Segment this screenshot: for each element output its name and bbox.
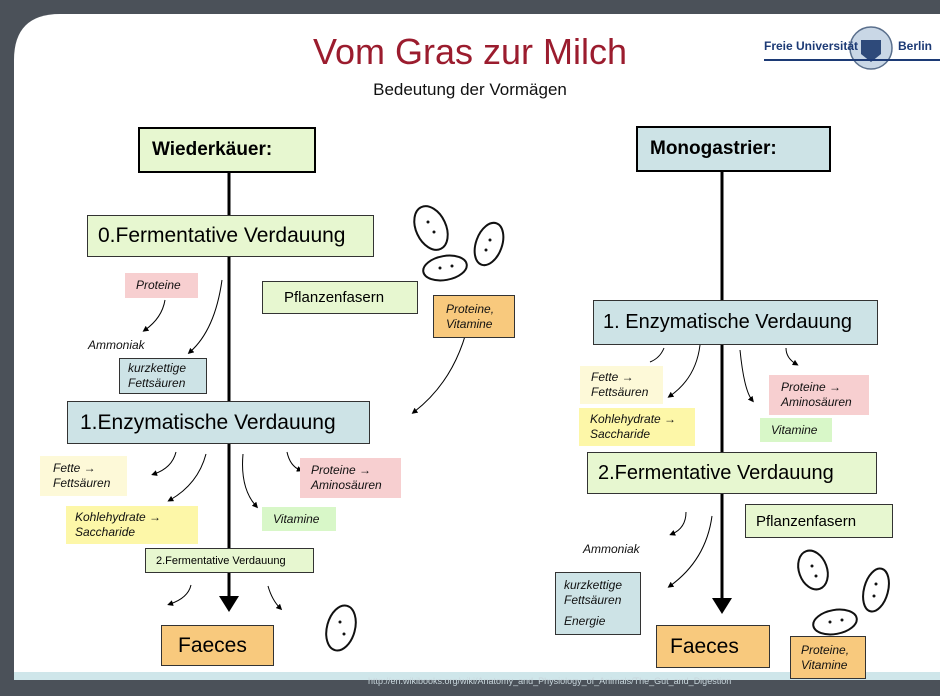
right-fette-text: Fette → Fettsäuren (591, 370, 649, 399)
left-header: Wiederkäuer: (138, 127, 316, 173)
right-kurzkettige-text: kurzkettige Fettsäuren (564, 578, 623, 607)
left-fermentative-2-text: 2.Fermentative Verdauung (156, 554, 286, 567)
left-proteine-vitamine: Proteine, Vitamine (433, 295, 515, 338)
left-fermentative-0: 0.Fermentative Verdauung (87, 215, 374, 257)
right-header-text: Monogastrier: (650, 138, 777, 159)
right-proteine-vitamine-text: Proteine, Vitamine (801, 642, 850, 672)
left-proteine: Proteine (125, 273, 198, 298)
right-kohlehydrate-text: Kohlehydrate → Saccharide (590, 412, 677, 441)
left-fermentative-2: 2.Fermentative Verdauung (145, 548, 314, 573)
left-kohlehydrate: Kohlehydrate → Saccharide (66, 506, 198, 544)
page-subtitle: Bedeutung der Vormägen (373, 80, 567, 99)
left-vitamine-text: Vitamine (273, 511, 320, 526)
left-fette-text: Fette → Fettsäuren (53, 461, 111, 490)
left-proteine-amino: Proteine → Aminosäuren (300, 458, 401, 498)
left-pflanzenfasern-text: Pflanzenfasern (284, 289, 385, 306)
right-kurzkettige: kurzkettige Fettsäuren Energie (555, 572, 641, 635)
bottom-bar (14, 672, 940, 680)
left-faeces-text: Faeces (178, 633, 247, 657)
right-fette: Fette → Fettsäuren (580, 366, 663, 404)
right-pflanzenfasern-text: Pflanzenfasern (756, 512, 857, 530)
right-fermentative-2: 2.Fermentative Verdauung (587, 452, 877, 494)
right-energie-text: Energie (564, 614, 606, 628)
right-kohlehydrate: Kohlehydrate → Saccharide (579, 408, 695, 446)
right-proteine-amino: Proteine → Aminosäuren (769, 375, 869, 415)
right-header: Monogastrier: (636, 126, 831, 172)
logo-text-left: Freie Universität (764, 39, 859, 53)
right-faeces: Faeces (656, 625, 770, 668)
right-faeces-text: Faeces (670, 634, 739, 658)
left-fette: Fette → Fettsäuren (40, 456, 127, 496)
left-kurzkettige-text: kurzkettige Fettsäuren (128, 361, 187, 390)
left-vitamine: Vitamine (262, 507, 336, 531)
left-fermentative-0-text: 0.Fermentative Verdauung (98, 224, 346, 247)
right-enzymatische-1-text: 1. Enzymatische Verdauung (603, 311, 853, 333)
slide-panel (14, 14, 940, 680)
right-vitamine-text: Vitamine (771, 422, 818, 437)
left-main-arrowhead (219, 596, 239, 612)
right-vitamine: Vitamine (760, 418, 832, 442)
source-url[interactable]: http://en.wikibooks.org/wiki/Anatomy_and… (368, 676, 732, 686)
bacteria-dots (338, 220, 878, 636)
right-proteine-amino-text: Proteine → Aminosäuren (781, 380, 852, 409)
right-fermentative-2-text: 2.Fermentative Verdauung (598, 461, 834, 484)
right-enzymatische-1: 1. Enzymatische Verdauung (593, 300, 878, 345)
right-main-arrowhead (712, 598, 732, 614)
left-faeces: Faeces (161, 625, 274, 666)
left-arrows (142, 279, 471, 611)
right-pflanzenfasern: Pflanzenfasern (745, 504, 893, 538)
left-header-text: Wiederkäuer: (152, 139, 273, 160)
left-pflanzenfasern: Pflanzenfasern (262, 281, 418, 314)
bacteria-icon (325, 205, 890, 652)
right-proteine-vitamine: Proteine, Vitamine (790, 636, 866, 679)
left-proteine-text: Proteine (136, 278, 181, 292)
left-proteine-vitamine-text: Proteine, Vitamine (446, 301, 495, 331)
left-proteine-amino-text: Proteine → Aminosäuren (311, 463, 382, 492)
left-enzymatische-1-text: 1.Enzymatische Verdauung (80, 410, 336, 434)
left-kohlehydrate-text: Kohlehydrate → Saccharide (75, 510, 162, 539)
right-arrows (649, 344, 799, 588)
left-enzymatische-1: 1.Enzymatische Verdauung (67, 401, 370, 444)
university-logo (764, 26, 940, 70)
page-title: Vom Gras zur Milch (312, 31, 628, 72)
left-kurzkettige: kurzkettige Fettsäuren (119, 358, 207, 394)
left-ammoniak: Ammoniak (88, 338, 145, 352)
logo-text-right: Berlin (898, 39, 933, 53)
right-ammoniak: Ammoniak (583, 542, 640, 556)
